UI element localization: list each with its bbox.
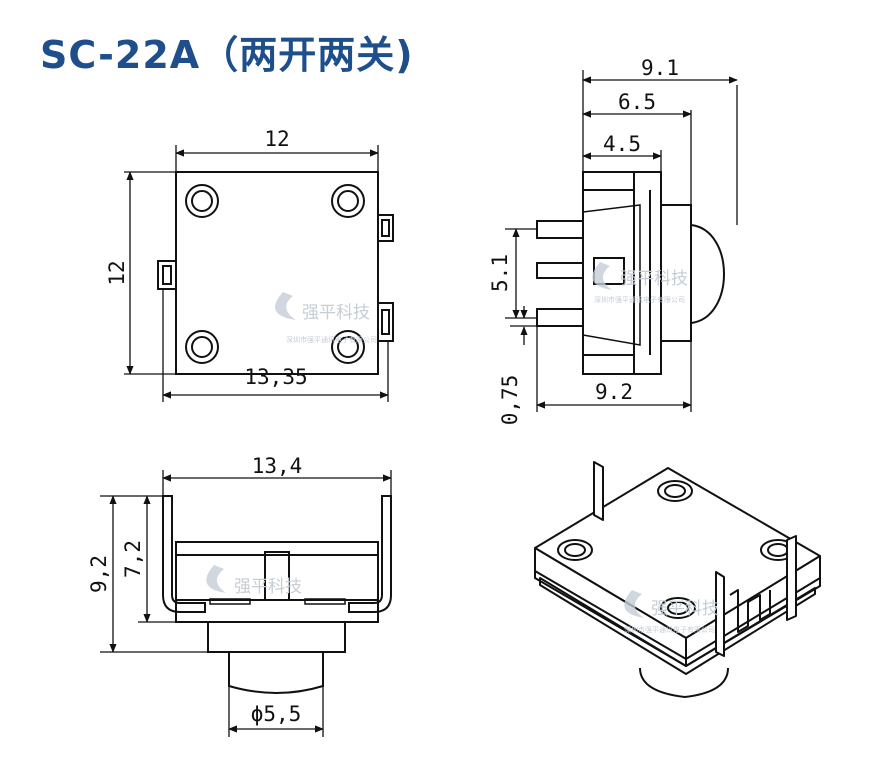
dim-label-body-depth: 4.5 [603,132,641,156]
iso-pin-front-left [715,571,725,657]
front-view-slot [264,551,290,601]
watermark-company: 深圳市强平通讯电子有限公司 [594,295,685,304]
corner-hole-br [331,330,365,364]
iso-pin-back [593,461,604,521]
pin-bottom [536,308,583,327]
corner-hole-tl [185,184,219,218]
isometric-view [534,461,821,698]
dim-label-pin-span: 5.1 [488,254,512,292]
watermark-company: 深圳市强平通讯电子有限公司 [286,335,377,344]
dim-label-top-height: 12 [105,260,129,285]
corner-hole-bl [185,330,219,364]
watermark-logo-icon [624,590,644,618]
side-view-plunger-base [660,204,692,342]
dim-label-total-depth: 9.1 [641,56,679,80]
dim-label-total-height: 9,2 [87,555,111,593]
front-view-knob [228,652,324,694]
pin-middle [536,262,583,279]
side-view [505,70,738,412]
watermark-logos [206,262,644,618]
watermark-company: 深圳市强平通讯电子有限公司 [624,625,715,634]
top-view [124,145,394,402]
iso-hole-back [657,480,693,502]
dim-label-front-width: 13,4 [252,454,303,478]
front-pin-left [162,495,206,613]
front-view [100,470,392,737]
dim-label-knob-diameter: ϕ5,5 [251,702,302,726]
dim-label-top-width: 12 [264,127,289,151]
dim-label-overall-width: 13,35 [244,365,307,389]
dim-label-pin-length: 9.2 [595,380,633,404]
corner-hole-tr [331,184,365,218]
left-tab [157,260,177,290]
side-view-knob [690,224,725,324]
iso-hole-left [557,539,593,561]
iso-hole-front [660,597,696,619]
right-tab-top [377,214,394,242]
watermark-logo-icon [592,262,612,290]
watermark-brand: 强平科技 [651,599,719,619]
front-view-plunger-base [207,621,346,653]
dim-label-mid-depth: 6.5 [618,90,656,114]
watermark-brand: 强平科技 [302,303,370,323]
watermark-brand: 强平科技 [620,269,688,289]
dim-label-pin-offset: 0,75 [498,375,522,426]
right-tab-bottom [377,302,394,342]
iso-pin-front-right [786,535,797,621]
front-pin-right [348,495,392,613]
watermark-logo-icon [274,292,296,320]
watermark-logo-icon [206,565,226,593]
dim-label-pin-height: 7,2 [121,540,145,578]
pin-top [536,220,583,239]
watermark-brand: 强平科技 [234,577,302,597]
diagram-title: SC-22A（两开两关) [40,33,414,77]
